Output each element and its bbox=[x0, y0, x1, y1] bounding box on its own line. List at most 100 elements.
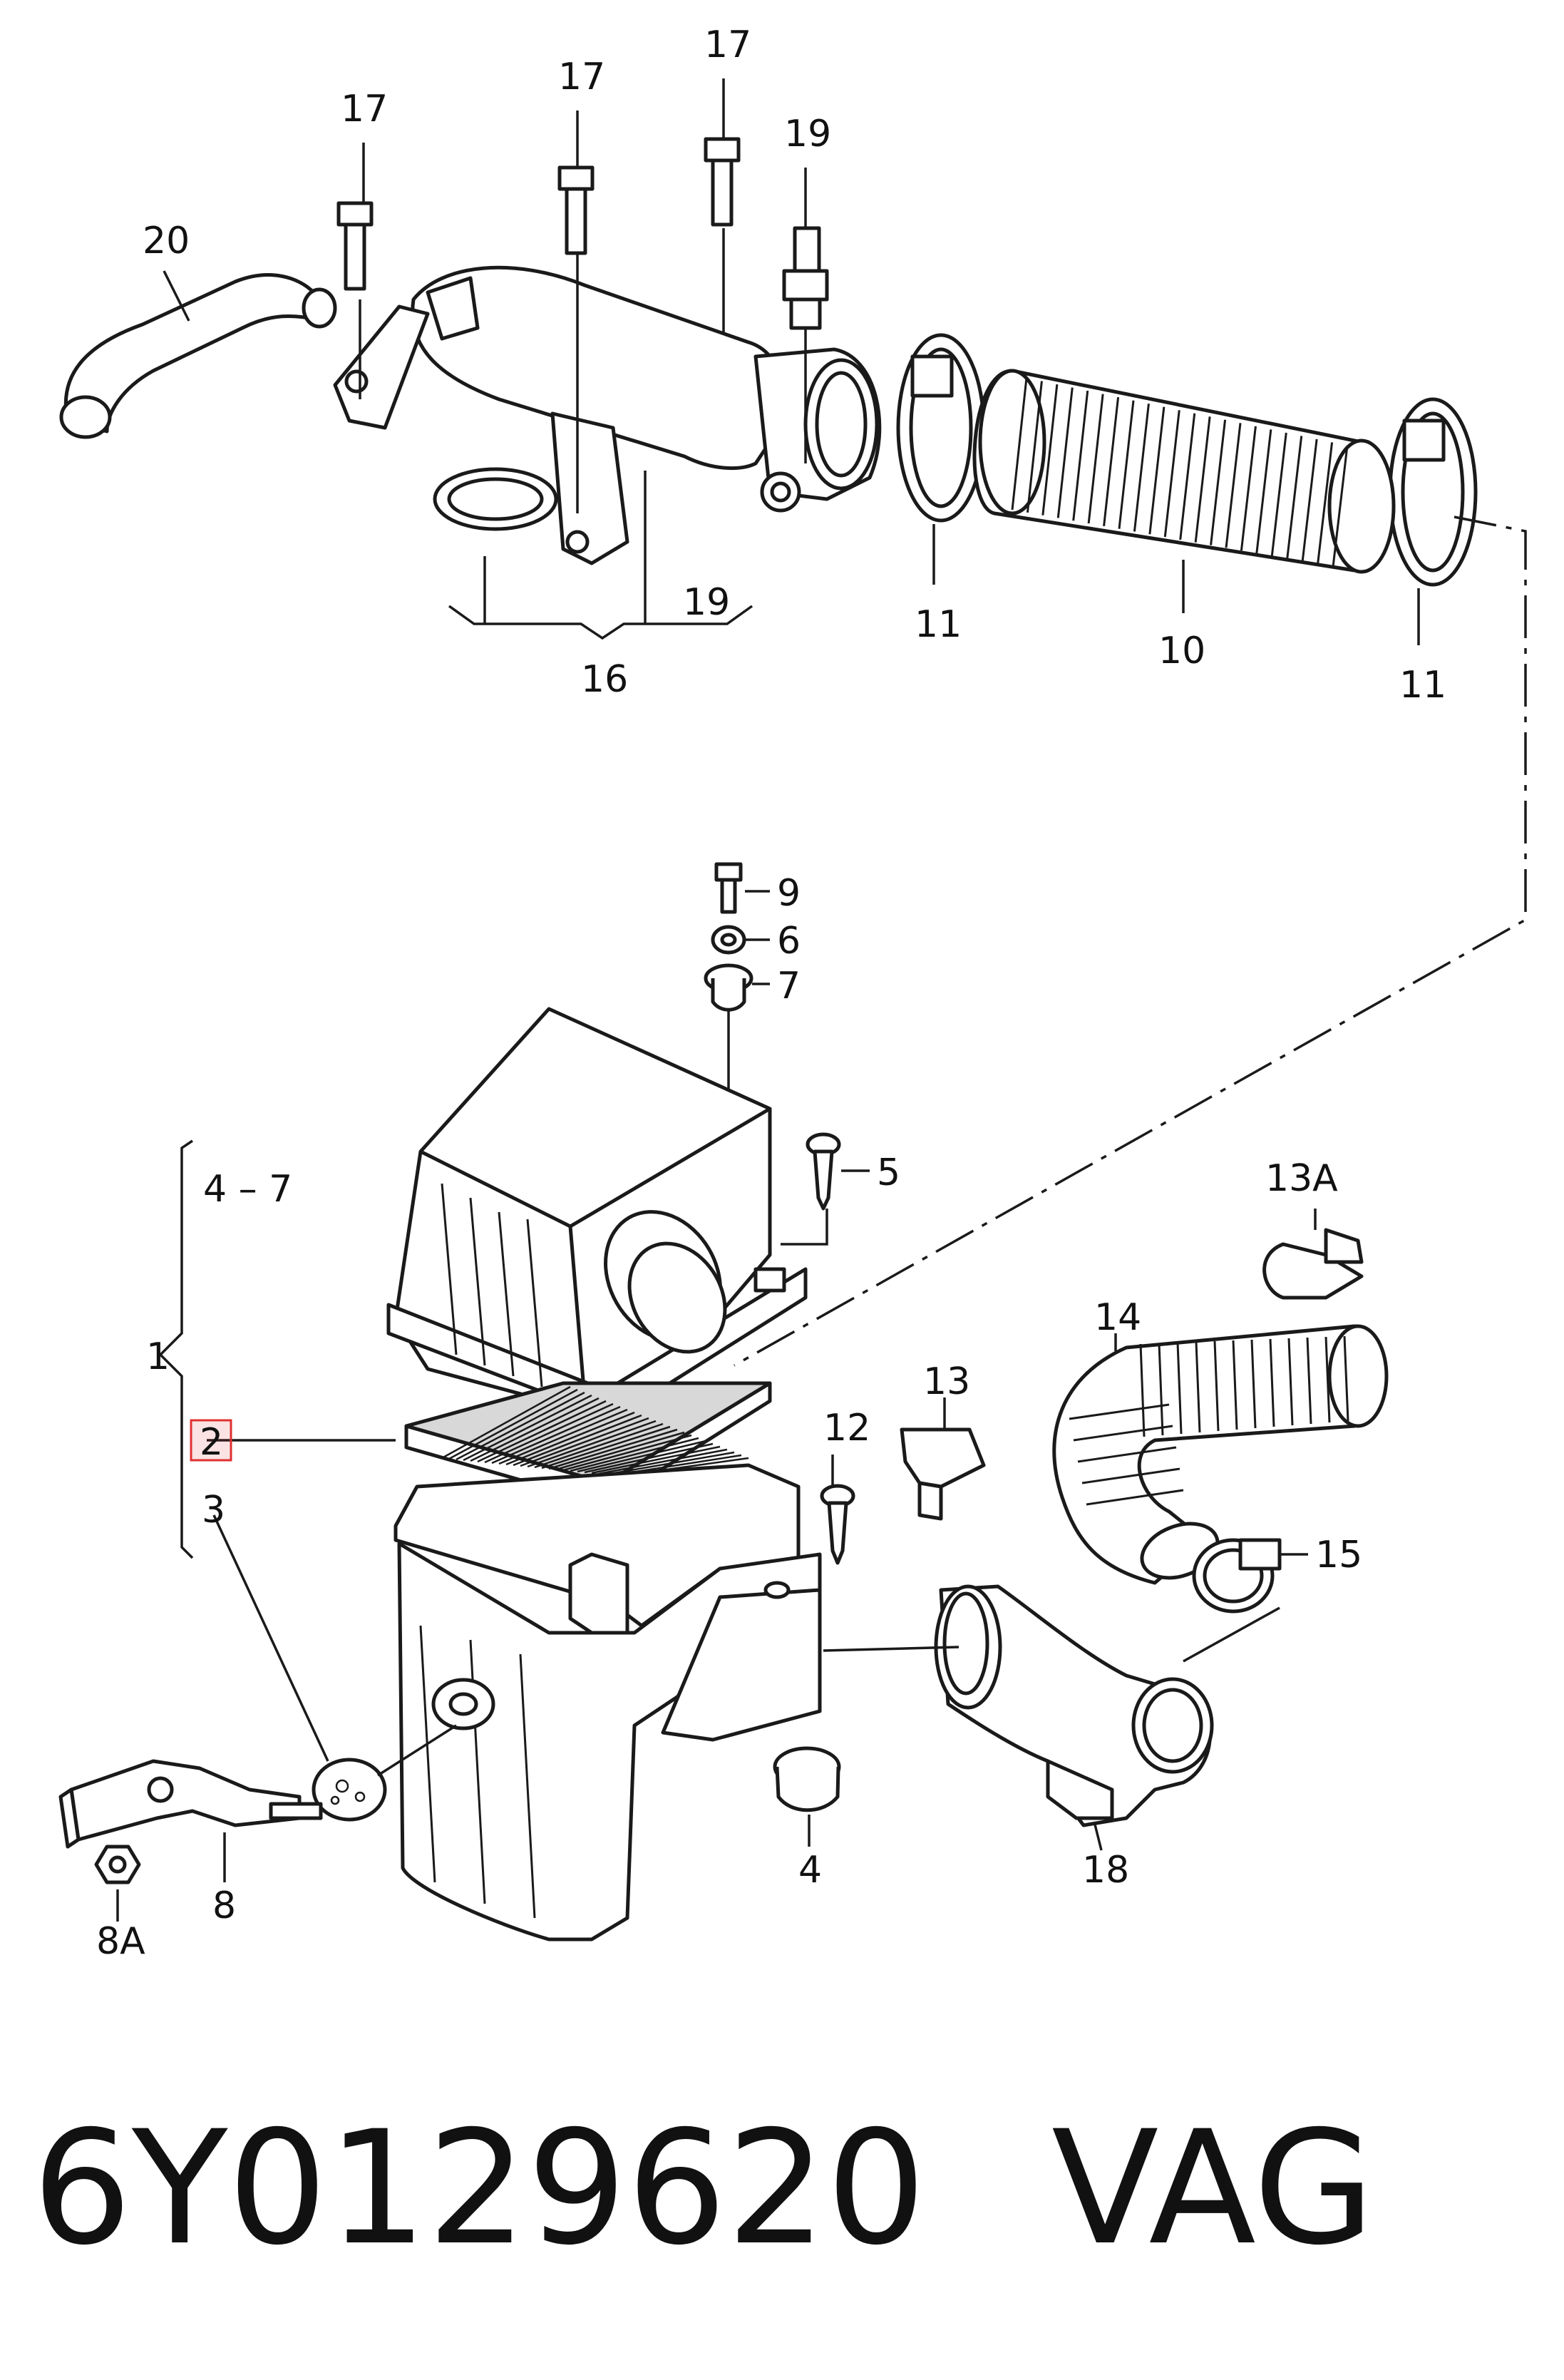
rib-line bbox=[1086, 1489, 1184, 1506]
rib-line bbox=[1250, 1339, 1257, 1429]
nut-icon bbox=[94, 1845, 141, 1884]
rib-line bbox=[513, 1414, 642, 1467]
bolt-icon bbox=[704, 137, 741, 227]
rib-line bbox=[1317, 442, 1334, 565]
hose-clamp bbox=[896, 333, 986, 523]
rib-line bbox=[1081, 1467, 1180, 1484]
rib-line bbox=[1077, 1446, 1177, 1463]
stud-icon bbox=[782, 226, 829, 330]
rib-line bbox=[598, 1448, 728, 1475]
callout-2: 2 bbox=[200, 1421, 223, 1464]
hose-clip bbox=[900, 1427, 986, 1521]
callout-19: 19 bbox=[683, 581, 730, 624]
rib-line bbox=[1069, 1403, 1170, 1420]
rib-line bbox=[1240, 426, 1257, 551]
callout-4: 4 bbox=[798, 1849, 822, 1892]
rib-line bbox=[1306, 1337, 1312, 1425]
callout-17: 17 bbox=[341, 88, 388, 130]
callout-20: 20 bbox=[143, 220, 190, 262]
hose-clamp bbox=[1388, 397, 1478, 587]
callout-11: 11 bbox=[1399, 664, 1446, 707]
rib-line bbox=[491, 1405, 621, 1465]
rib-line bbox=[1026, 381, 1043, 513]
callout-18: 18 bbox=[1082, 1849, 1129, 1892]
rib-line bbox=[570, 1437, 699, 1472]
rib-line bbox=[456, 1391, 585, 1461]
brand-name: VAG bbox=[1051, 2097, 1375, 2279]
callout-17: 17 bbox=[558, 56, 605, 98]
rib-line bbox=[1270, 432, 1287, 556]
rib-line bbox=[1232, 1340, 1238, 1430]
rib-line bbox=[1118, 400, 1135, 529]
rubber-disc-icon bbox=[312, 1758, 387, 1822]
rib-line bbox=[498, 1408, 628, 1465]
callout-5: 5 bbox=[877, 1151, 900, 1194]
rib-line bbox=[1287, 1338, 1294, 1426]
callout-15: 15 bbox=[1315, 1534, 1362, 1576]
callout-16: 16 bbox=[581, 658, 628, 701]
rib-line bbox=[1210, 419, 1227, 545]
rib-line bbox=[1087, 394, 1104, 524]
hose-clamp bbox=[1192, 1538, 1282, 1614]
rib-line bbox=[1133, 404, 1150, 532]
rib-line bbox=[591, 1445, 721, 1474]
rib-line bbox=[1343, 1335, 1349, 1422]
rib-line bbox=[527, 1420, 657, 1468]
rib-line bbox=[562, 1434, 692, 1472]
rib-line bbox=[1269, 1338, 1275, 1427]
callout-13a: 13A bbox=[1265, 1157, 1338, 1200]
rib-line bbox=[1176, 1342, 1183, 1435]
bolt-icon bbox=[336, 201, 374, 291]
rib-line bbox=[605, 1451, 735, 1476]
callout-3: 3 bbox=[202, 1489, 225, 1532]
rib-line bbox=[1225, 423, 1242, 548]
rib-line bbox=[477, 1400, 607, 1463]
rib-line bbox=[1073, 1425, 1173, 1442]
screw-icon bbox=[714, 862, 743, 914]
rib-line bbox=[1195, 1341, 1201, 1433]
rib-line bbox=[1213, 1340, 1220, 1432]
washer-icon bbox=[711, 925, 746, 955]
rib-line bbox=[1332, 445, 1349, 568]
callout-4-7: 4 – 7 bbox=[203, 1168, 292, 1211]
callout-19: 19 bbox=[784, 113, 831, 155]
callout-8a: 8A bbox=[96, 1920, 145, 1963]
rib-line bbox=[470, 1397, 600, 1462]
self-tapping-screw-icon bbox=[806, 1132, 841, 1211]
rib-line bbox=[1301, 438, 1318, 562]
rib-line bbox=[463, 1394, 592, 1462]
rib-line bbox=[484, 1402, 614, 1464]
hose-clip bbox=[1262, 1228, 1364, 1300]
intake-upper-housing bbox=[333, 265, 882, 565]
rib-line bbox=[1158, 1343, 1164, 1436]
air-filter-lower-housing bbox=[393, 1463, 822, 1942]
rib-line bbox=[541, 1425, 671, 1469]
callout-11: 11 bbox=[915, 603, 962, 646]
rib-line bbox=[1056, 387, 1074, 518]
rib-line bbox=[1179, 413, 1196, 540]
intake-elbow bbox=[934, 1584, 1214, 1827]
corrugated-hose bbox=[972, 369, 1396, 574]
mounting-bracket bbox=[58, 1759, 323, 1849]
callout-12: 12 bbox=[823, 1407, 870, 1450]
rib-line bbox=[448, 1388, 578, 1460]
rubber-mount-icon bbox=[773, 1746, 841, 1812]
rib-line bbox=[441, 1385, 571, 1460]
callout-labels: 20 17 17 17 19 19 16 11 10 11 9 6 7 5 4 … bbox=[96, 24, 1446, 1963]
highlighted-callout-box bbox=[190, 1419, 232, 1462]
rib-line bbox=[534, 1422, 664, 1469]
callout-1: 1 bbox=[146, 1335, 170, 1378]
rib-line bbox=[1286, 436, 1303, 559]
rib-line bbox=[577, 1440, 706, 1473]
air-filter-lid bbox=[386, 1007, 808, 1425]
rib-line bbox=[1255, 429, 1272, 554]
callout-13: 13 bbox=[923, 1360, 970, 1403]
rib-line bbox=[1163, 410, 1180, 538]
callout-7: 7 bbox=[777, 965, 801, 1007]
grommet-icon bbox=[704, 963, 753, 1012]
bolt-icon bbox=[557, 165, 595, 255]
rib-line bbox=[555, 1431, 685, 1471]
rib-line bbox=[1041, 384, 1059, 516]
callout-14: 14 bbox=[1094, 1296, 1141, 1339]
